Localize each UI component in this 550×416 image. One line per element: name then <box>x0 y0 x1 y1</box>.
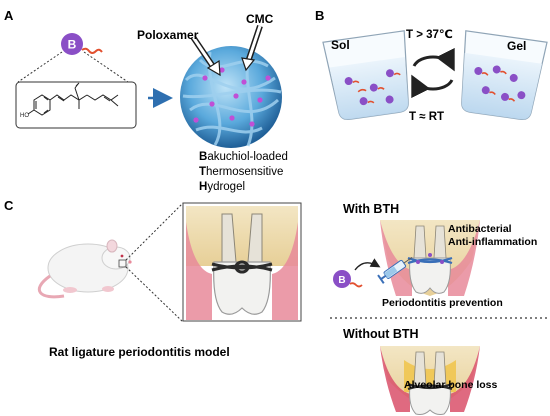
hydrogel-sphere <box>180 46 282 148</box>
rat-tail <box>37 274 65 299</box>
with-hydrogel-dots <box>416 253 444 264</box>
gel-particles <box>474 65 526 102</box>
panel-a: A B HO <box>4 8 288 193</box>
ligature-wire <box>211 260 273 274</box>
rat-illustration <box>37 239 132 299</box>
sol-beaker <box>322 30 409 120</box>
badge-tail <box>81 47 103 54</box>
hydrogel-name: Bakuchiol-loaded Thermosensitive Hydroge… <box>199 151 288 193</box>
sphere-body <box>180 46 282 148</box>
without-gum-left <box>380 346 410 412</box>
bakuchiol-structure <box>27 82 119 116</box>
with-gum-right <box>448 220 480 296</box>
panel-b-label: B <box>315 8 324 23</box>
structure-box <box>15 81 137 129</box>
rat-foot-back <box>63 287 77 293</box>
sol-label: Sol <box>331 38 350 52</box>
gel-beaker <box>461 30 548 120</box>
drug-arrow <box>354 258 381 271</box>
drug-delivery: B <box>333 256 413 288</box>
zoom-line-left <box>17 51 63 83</box>
with-gum-left <box>380 220 412 296</box>
with-ligature <box>407 256 453 265</box>
with-bth-heading: With BTH <box>343 202 399 216</box>
alkyl-chain <box>49 94 88 101</box>
gel-liquid <box>461 52 542 120</box>
rat-eye <box>120 254 124 258</box>
magnified-tooth-panel <box>182 202 302 322</box>
without-ligature <box>407 382 453 391</box>
panel-a-label: A <box>4 8 14 23</box>
gum-left <box>186 222 212 320</box>
model-caption: Rat ligature periodontitis model <box>49 345 230 359</box>
structure-ho-label: HO <box>20 113 29 119</box>
with-crown <box>409 257 451 294</box>
without-crown <box>409 385 451 415</box>
bone-loss-label: Alveolar bone loss <box>404 379 498 391</box>
forward-condition: T > 37℃ <box>406 29 453 41</box>
bakuchiol-badge: B <box>61 33 103 55</box>
drug-badge-letter: B <box>338 275 345 286</box>
effect-anti-inflammation: Anti-inflammation <box>448 236 537 248</box>
zoom-line-top <box>125 202 184 261</box>
rat-foot-front <box>102 286 114 292</box>
effect-antibacterial: Antibacterial <box>448 223 512 235</box>
cmc-pointer <box>241 25 263 72</box>
prevention-label: Periodontitis prevention <box>382 297 503 309</box>
alveolar-bone <box>186 206 298 266</box>
gel-label: Gel <box>507 39 526 53</box>
without-bth-tooth <box>380 346 480 415</box>
sol-particles <box>344 69 401 106</box>
syringe-icon <box>377 256 413 284</box>
zoom-line-right <box>83 51 129 83</box>
with-bth-tooth <box>380 220 480 296</box>
gum-right <box>272 222 298 320</box>
hydrogel-name-line-3: Hydrogel <box>199 181 245 193</box>
panel-c-label: C <box>4 198 14 213</box>
poloxamer-label: Poloxamer <box>137 28 199 42</box>
panel-b: B Sol <box>315 8 548 123</box>
rat-nose <box>128 260 132 264</box>
forward-arrow <box>412 47 455 72</box>
panel-c: C <box>4 198 548 415</box>
reverse-arrow <box>411 74 454 99</box>
reverse-condition: T ≈ RT <box>409 111 444 123</box>
poloxamer-pointer <box>190 35 221 77</box>
transition-cycle <box>411 47 455 99</box>
tooth-crown <box>213 261 271 315</box>
without-gum-right <box>450 346 480 412</box>
cmc-label: CMC <box>246 12 274 26</box>
hydrogel-name-line-2: Thermosensitive <box>199 166 283 178</box>
zoom-line-bottom <box>125 266 184 323</box>
badge-letter: B <box>68 38 77 52</box>
badge-circle <box>61 33 83 55</box>
drug-badge-circle <box>333 270 351 288</box>
drug-particles <box>193 67 271 127</box>
hydrogel-name-line-1: Bakuchiol-loaded <box>199 151 288 163</box>
zoom-box <box>118 259 127 268</box>
without-bth-heading: Without BTH <box>343 327 419 341</box>
rat-ear <box>106 239 118 253</box>
drug-badge-tail <box>349 282 363 288</box>
